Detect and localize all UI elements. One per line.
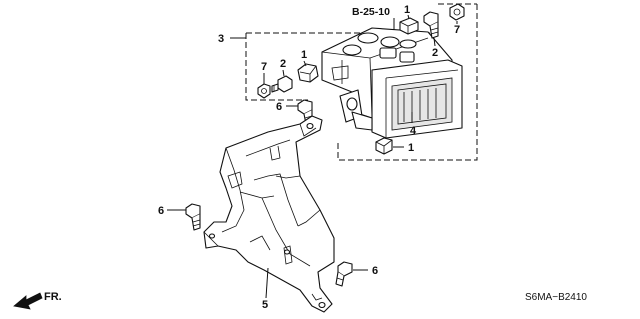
callout-6-upper: 6 <box>276 101 282 113</box>
bolt-6-right <box>335 261 353 287</box>
mount-bolt-2-left <box>271 75 293 93</box>
nut-7-left <box>257 83 271 99</box>
callout-2-right: 2 <box>432 47 438 59</box>
callout-3: 3 <box>218 33 224 45</box>
callout-1-lower: 1 <box>408 142 414 154</box>
abs-modulator-unit <box>321 27 463 139</box>
nut-1-left <box>297 63 319 83</box>
callout-4: 4 <box>410 125 417 137</box>
nut-1-lower <box>375 137 393 155</box>
bolt-6-left <box>185 203 201 231</box>
callout-5: 5 <box>262 299 268 311</box>
callout-7-top: 7 <box>454 24 460 36</box>
part-code: S6MA−B2410 <box>525 292 587 303</box>
front-arrow-icon <box>13 292 43 310</box>
callout-6-left: 6 <box>158 205 164 217</box>
mount-bolt-2-right <box>423 11 439 39</box>
nut-7-top <box>449 3 465 21</box>
reference-label: B-25-10 <box>352 6 390 18</box>
front-label: FR. <box>44 291 62 303</box>
callout-6-right: 6 <box>372 265 378 277</box>
modulator-bracket <box>203 115 335 313</box>
callout-1-top: 1 <box>404 4 410 16</box>
callout-2-left: 2 <box>280 58 286 70</box>
callout-1-left: 1 <box>301 49 307 61</box>
nut-1-top <box>399 17 419 35</box>
callout-7-left: 7 <box>261 61 267 73</box>
